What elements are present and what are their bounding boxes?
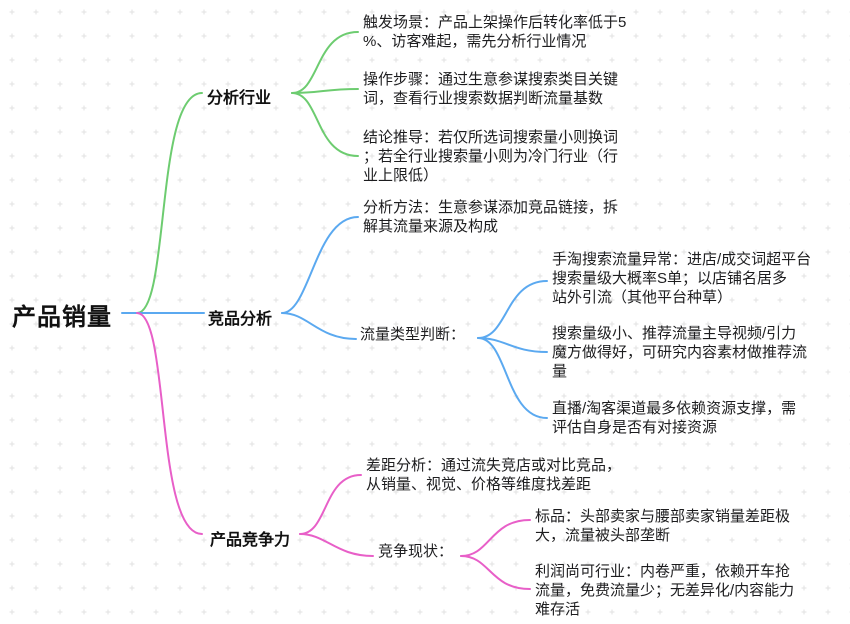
leaf-small-search-volume[interactable]: 搜索量级小、推荐流量主导视频/引力 魔方做得好，可研究内容素材做推荐流 量 xyxy=(552,325,808,380)
edge-competitor-traffic-type xyxy=(281,312,357,340)
leaf-trigger-scene[interactable]: 触发场景：产品上架操作后转化率低于5 %、访客难起，需先分析行业情况 xyxy=(363,14,627,50)
branch-competitor-analysis[interactable]: 竞品分析 xyxy=(208,311,273,328)
leaf-gap-analysis[interactable]: 差距分析：通过流失竞店或对比竞品， 从销量、视觉、价格等维度找差距 xyxy=(366,457,622,493)
edge-industry-conclusion xyxy=(291,92,359,157)
edge-traffic-small-search xyxy=(477,337,548,353)
leaf-taobao-search-anomaly[interactable]: 手淘搜索流量异常：进店/成交词超平台 搜索量级大概率S单；以店铺名居多 站外引流… xyxy=(552,251,812,306)
node-competition-status[interactable]: 竞争现状： xyxy=(378,543,454,560)
leaf-profitable-industry[interactable]: 利润尚可行业：内卷严重，依赖开车抢 流量，免费流量少；无差异化/内容能力 难存活 xyxy=(535,563,795,618)
leaf-standard-product[interactable]: 标品：头部卖家与腰部卖家销量差距极 大，流量被头部垄断 xyxy=(535,508,791,544)
edge-root-analyze-industry xyxy=(136,92,203,314)
edge-status-profitable-industry xyxy=(460,555,531,590)
leaf-conclusion[interactable]: 结论推导：若仅所选词搜索量小则换词 ；若全行业搜索量小则为冷门行业（行 业上限低… xyxy=(363,129,619,184)
leaf-live-taoke-channel[interactable]: 直播/淘客渠道最多依赖资源支撑，需 评估自身是否有对接资源 xyxy=(552,400,797,436)
leaf-operation-steps[interactable]: 操作步骤：通过生意参谋搜索类目关键 词，查看行业搜索数据判断流量基数 xyxy=(363,71,619,107)
edge-competitor-analysis-method xyxy=(281,216,359,314)
edge-competitiveness-status xyxy=(299,533,374,557)
branch-product-competitiveness[interactable]: 产品竞争力 xyxy=(210,532,291,549)
edge-root-product-competitiveness xyxy=(136,312,203,535)
node-traffic-type-judgment[interactable]: 流量类型判断： xyxy=(360,326,466,343)
edge-status-standard-product xyxy=(460,519,531,557)
edge-traffic-live-taoke xyxy=(477,337,548,419)
edge-competitiveness-gap-analysis xyxy=(299,474,362,535)
leaf-analysis-method[interactable]: 分析方法：生意参谋添加竞品链接，拆 解其流量来源及构成 xyxy=(363,199,619,235)
branch-analyze-industry[interactable]: 分析行业 xyxy=(207,90,272,107)
root-node[interactable]: 产品销量 xyxy=(12,304,112,331)
edge-industry-operation-steps xyxy=(291,88,359,94)
edge-traffic-taobao-search xyxy=(477,280,548,339)
edge-industry-trigger-scene xyxy=(291,31,359,94)
